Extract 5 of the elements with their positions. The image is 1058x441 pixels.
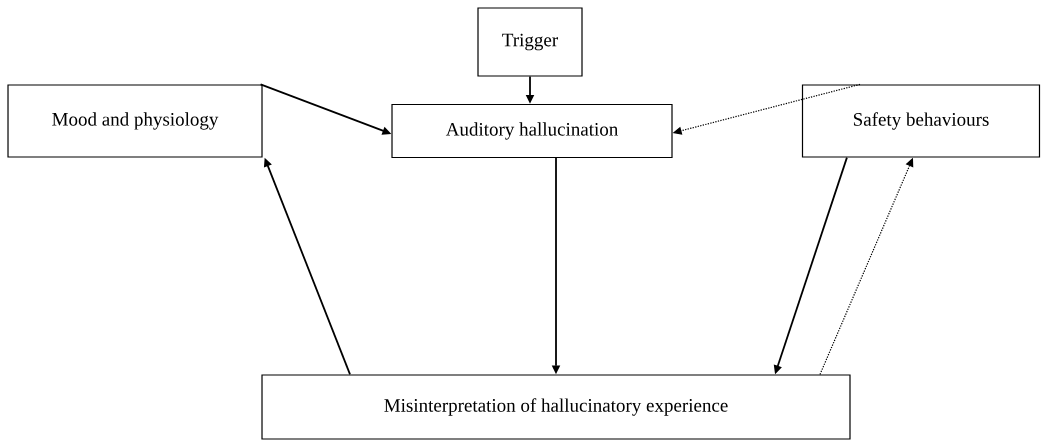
process-box: Auditory hallucination [391,103,673,159]
process-box: Safety behaviours [801,84,1041,158]
process-box: Trigger [477,7,583,77]
process-box: Misinterpretation of hallucinatory experience [261,374,851,440]
process-box: Mood and physiology [7,84,263,158]
